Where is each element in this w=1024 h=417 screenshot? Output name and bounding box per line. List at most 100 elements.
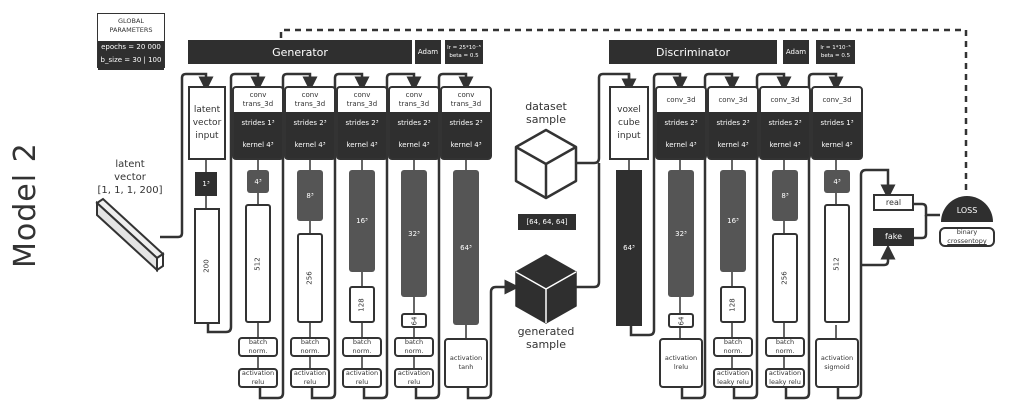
- norm-line1: batch: [300, 338, 320, 346]
- gen-volume-2: 8³: [297, 170, 323, 221]
- disc-conv-layer-3: conv_3d strides 2³ kernel 4³: [759, 86, 811, 160]
- generator-lr: lr = 25*10⁻⁵: [447, 45, 481, 51]
- activation-line1: activation: [449, 354, 483, 362]
- disc-channels-4: 512: [824, 204, 850, 323]
- layer-kernel: kernel 4³: [398, 141, 430, 149]
- channels-value: 256: [306, 271, 314, 285]
- layer-type: conv: [301, 91, 319, 99]
- gen-channels-3: 128: [349, 286, 375, 323]
- dataset-label-line1: dataset: [525, 100, 567, 113]
- loss-function-line2: crossentopy: [947, 237, 987, 245]
- norm-line1: batch: [404, 338, 424, 346]
- activation-line2: tanh: [458, 363, 474, 371]
- layer-kernel: kernel 4³: [346, 141, 378, 149]
- norm-line1: batch: [248, 338, 268, 346]
- channels-value: 512: [833, 256, 841, 271]
- layer-type: conv_3d: [718, 95, 748, 104]
- activation-line1: activation: [293, 369, 327, 377]
- activation-line2: sigmoid: [824, 363, 850, 371]
- layer-strides: strides 2³: [768, 119, 802, 127]
- loss-function-line1: binary: [956, 228, 978, 236]
- generated-sample-label: generated sample: [510, 325, 582, 351]
- layer-strides: strides 2³: [716, 119, 750, 127]
- norm-line1: batch: [352, 338, 372, 346]
- generated-cube-icon: [515, 254, 577, 324]
- model-title: Model 2: [8, 142, 43, 268]
- activation-line1: activation: [716, 369, 750, 377]
- sample-shape-badge: [64, 64, 64]: [518, 214, 576, 230]
- latent-label-line3: [1, 1, 1, 200]: [97, 185, 163, 196]
- latent-input-line1: latent: [193, 104, 221, 115]
- layer-type: conv: [457, 91, 475, 99]
- loss-dome-shape: [941, 196, 993, 222]
- channels-value: 64: [409, 316, 418, 325]
- latent-input-line3: input: [195, 130, 219, 141]
- latent-channels-value: 200: [203, 259, 211, 273]
- epochs-value: epochs = 20 000: [101, 43, 161, 51]
- generator-hyperparams: lr = 25*10⁻⁵ beta = 0.5: [445, 40, 483, 64]
- disc-conv-layer-4: conv_3d strides 1³ kernel 4³: [811, 86, 863, 160]
- generator-beta: beta = 0.5: [449, 53, 479, 59]
- channels-value: 512: [254, 256, 262, 271]
- norm-line1: batch: [723, 338, 743, 346]
- channels-value: 64: [676, 316, 685, 325]
- latent-to-input-line: [160, 72, 214, 239]
- layer-kernel: kernel 4³: [242, 141, 274, 149]
- gen-volume-3: 16³: [349, 170, 375, 272]
- voxel-volume-box: 64³: [616, 170, 642, 326]
- layer-type: conv_3d: [822, 95, 852, 104]
- layer-type-2: trans_3d: [398, 100, 430, 108]
- latent-vector-input-box: latent vector input: [188, 86, 226, 160]
- layer-strides: strides 1³: [241, 119, 275, 127]
- layer-kernel: kernel 4³: [665, 141, 697, 149]
- generated-label-line1: generated: [517, 325, 575, 338]
- disc-conv-layer-2: conv_3d strides 2³ kernel 4³: [707, 86, 759, 160]
- generator-optimizer: Adam: [415, 40, 441, 64]
- activation-line2: relu: [355, 378, 369, 386]
- layer-kernel: kernel 4³: [717, 141, 749, 149]
- layer-strides: strides 2³: [345, 119, 379, 127]
- layer-type-2: trans_3d: [450, 100, 482, 108]
- activation-line2: relu: [407, 378, 421, 386]
- layer-strides: strides 2³: [664, 119, 698, 127]
- activation-line2: relu: [251, 378, 265, 386]
- activation-line1: activation: [397, 369, 431, 377]
- disc-channels-3: 256: [772, 233, 798, 323]
- layer-strides: strides 2³: [293, 119, 327, 127]
- disc-volume-3: 8³: [772, 170, 798, 221]
- global-params-heading-2: PARAMETERS: [109, 26, 153, 34]
- layer-strides: strides 2³: [397, 119, 431, 127]
- norm-line2: norm.: [300, 347, 320, 355]
- latent-label-line2: vector: [114, 172, 146, 183]
- activation-line1: activation: [664, 354, 698, 362]
- layer-type: conv_3d: [770, 95, 800, 104]
- norm-line1: batch: [775, 338, 795, 346]
- voxel-input-line3: input: [617, 130, 641, 141]
- latent-vector-label: latent vector [1, 1, 1, 200]: [90, 158, 170, 197]
- layer-type: conv: [353, 91, 371, 99]
- channels-value: 128: [729, 297, 737, 312]
- feedback-dashed-line: [279, 28, 968, 190]
- generator-header: Generator: [188, 40, 412, 64]
- activation-line2: relu: [303, 378, 317, 386]
- norm-line2: norm.: [723, 347, 743, 355]
- global-params-heading-1: GLOBAL: [117, 17, 145, 25]
- disc-volume-1: 32³: [668, 170, 694, 297]
- dataset-sample-label: dataset sample: [516, 100, 576, 126]
- dataset-label-line2: sample: [526, 113, 566, 126]
